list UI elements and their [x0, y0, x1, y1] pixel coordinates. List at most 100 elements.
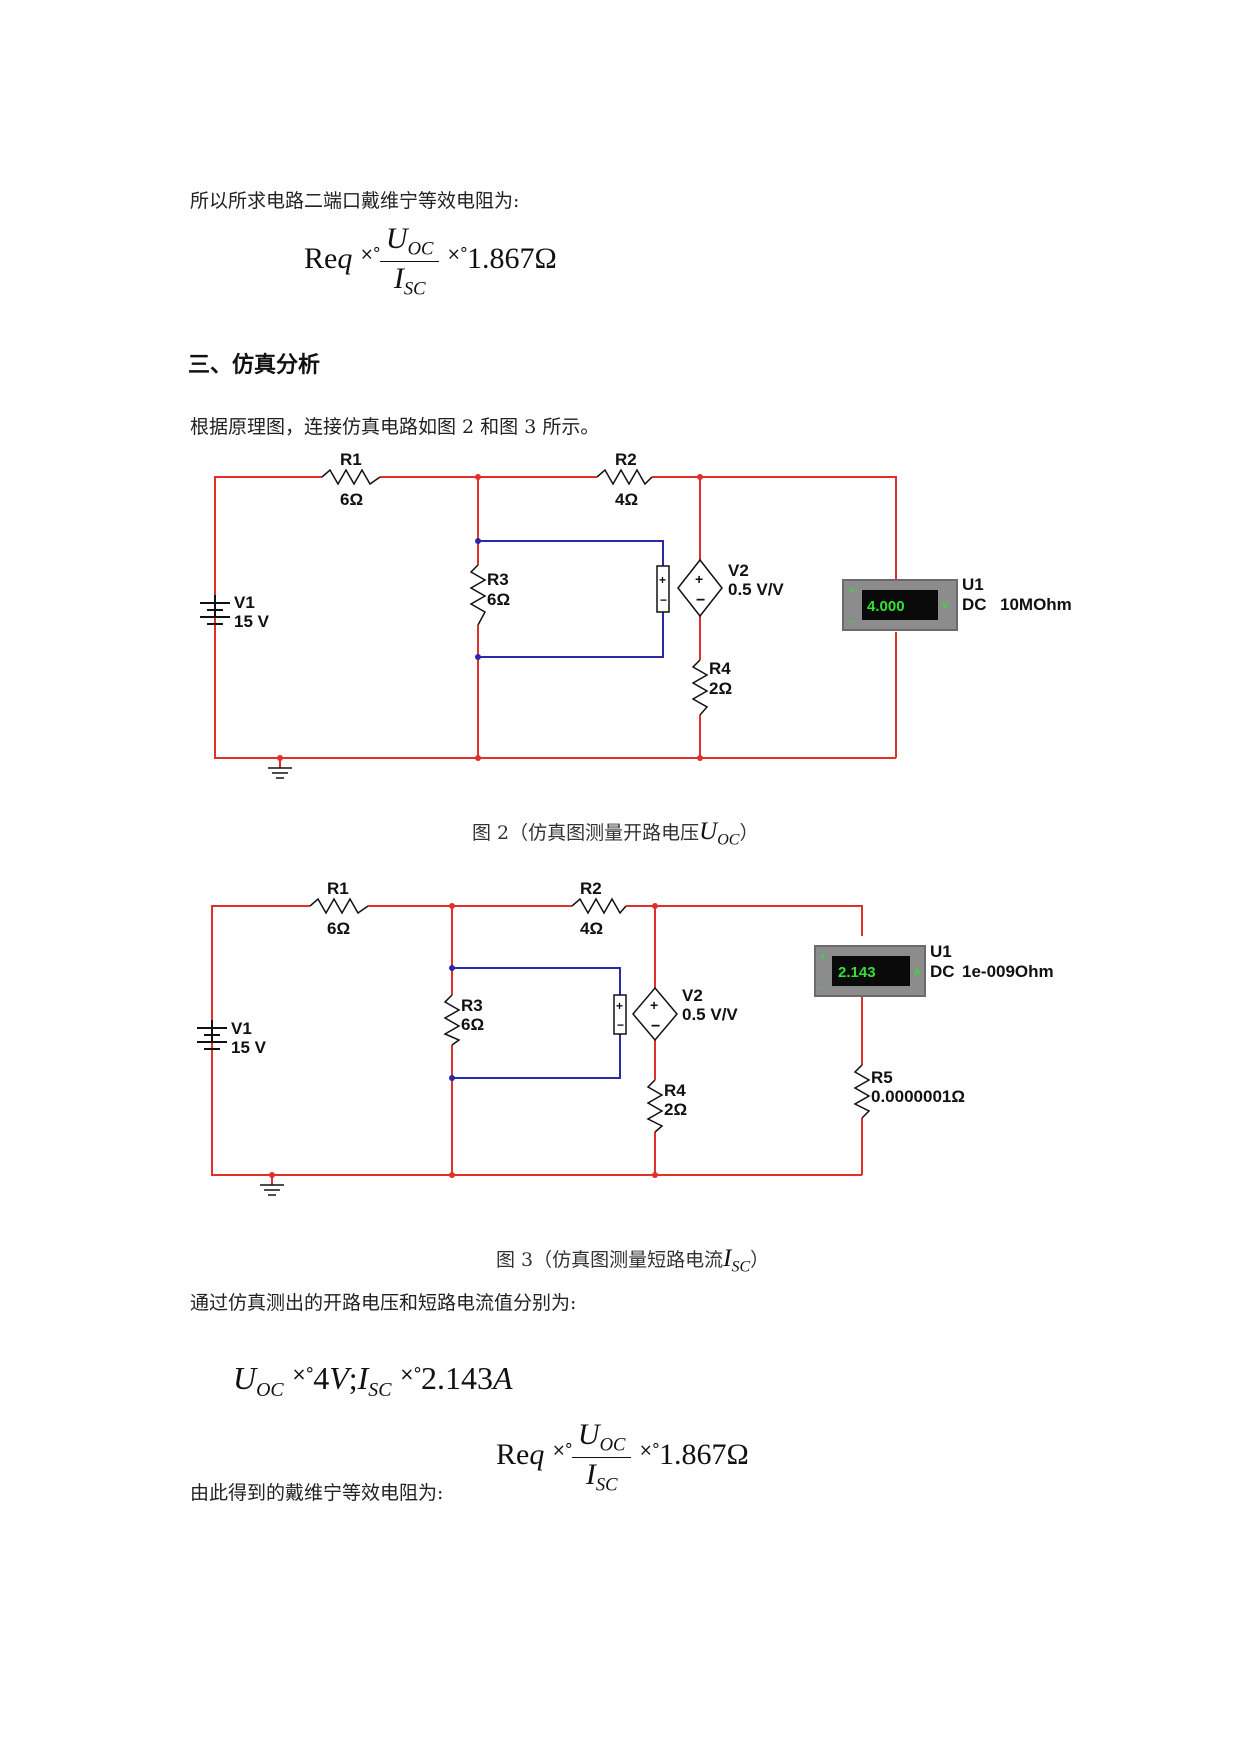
v2-value: 0.5 V/V — [682, 1005, 738, 1024]
caption-suffix: ） — [739, 822, 759, 844]
meter-resistance: 10MOhm — [1000, 595, 1072, 614]
u-value: 4 — [313, 1360, 330, 1396]
r4-resistor — [691, 659, 709, 716]
r5-value: 0.0000001Ω — [871, 1087, 965, 1106]
red-wires — [214, 476, 897, 768]
caption-text: 图 2（仿真图测量开路电压 — [472, 822, 700, 844]
r2-label: R2 — [615, 450, 637, 469]
r2-label: R2 — [580, 879, 602, 898]
r4-value: 2Ω — [709, 679, 732, 698]
junctions — [277, 474, 703, 761]
r3-resistor — [443, 994, 461, 1046]
formula-result: 1.867Ω — [659, 1437, 749, 1471]
equals-glyph: ×° — [399, 1365, 422, 1386]
v1-label: V1 — [231, 1019, 252, 1038]
r5-label: R5 — [871, 1068, 893, 1087]
r4-label: R4 — [709, 659, 731, 678]
r3-label: R3 — [487, 570, 509, 589]
v2-value: 0.5 V/V — [728, 580, 784, 599]
separator: ; — [348, 1360, 358, 1396]
meter-resistance: 1e-009Ohm — [962, 962, 1054, 981]
equals-glyph: ×° — [446, 244, 468, 264]
r1-label: R1 — [340, 450, 362, 469]
formula-lhs: Re — [304, 241, 338, 275]
v1-value: 15 V — [234, 612, 270, 631]
blue-wires — [452, 967, 621, 1079]
numerator-sub: OC — [407, 238, 434, 260]
voltage-sense-block — [656, 565, 670, 613]
r1-value: 6Ω — [340, 490, 363, 509]
u-var: U — [233, 1360, 257, 1396]
svg-text:−: − — [617, 1018, 624, 1032]
meter-label: U1 — [962, 575, 984, 594]
svg-text:−: − — [651, 1018, 660, 1035]
formula-lhs-var: q — [529, 1437, 545, 1471]
r2-value: 4Ω — [580, 919, 603, 938]
numerator-var: U — [385, 222, 408, 255]
r3-value: 6Ω — [461, 1015, 484, 1034]
denominator-var: I — [393, 261, 404, 295]
svg-text:−: − — [696, 592, 705, 609]
equals-glyph: ×° — [551, 1440, 573, 1460]
r4-resistor — [646, 1079, 664, 1133]
equals-glyph: ×° — [359, 244, 381, 264]
meter-minus: - — [820, 982, 823, 993]
caption-sub: SC — [731, 1258, 751, 1276]
meter-label: U1 — [930, 942, 952, 961]
svg-text:+: + — [616, 999, 623, 1013]
r1-label: R1 — [327, 879, 349, 898]
r4-value: 2Ω — [664, 1100, 687, 1119]
r1-value: 6Ω — [327, 919, 350, 938]
meter-minus: - — [849, 616, 852, 627]
r1-resistor — [309, 897, 369, 915]
voltage-sense-block — [613, 994, 627, 1035]
caption-text: 图 3（仿真图测量短路电流 — [496, 1249, 724, 1271]
junctions — [269, 903, 658, 1178]
v2-source — [632, 986, 678, 1042]
red-wires — [211, 905, 863, 1185]
denominator-var: I — [585, 1457, 596, 1491]
i-unit: A — [492, 1360, 513, 1396]
svg-text:+: + — [650, 997, 658, 1013]
meter-plus: + — [849, 586, 855, 597]
r2-value: 4Ω — [615, 490, 638, 509]
r5-resistor — [853, 1064, 871, 1119]
r3-value: 6Ω — [487, 590, 510, 609]
caption-suffix: ） — [750, 1249, 770, 1271]
meter-unit: V — [942, 600, 948, 610]
equals-glyph: ×° — [291, 1365, 315, 1386]
r2-resistor — [571, 897, 627, 915]
formula-result: 1.867Ω — [467, 241, 557, 275]
r4-label: R4 — [664, 1081, 686, 1100]
u-sub: OC — [256, 1378, 284, 1401]
v2-source — [677, 558, 723, 618]
figure3-caption: 图 3（仿真图测量短路电流ISC） — [496, 1245, 769, 1277]
section-heading: 三、仿真分析 — [188, 353, 321, 378]
svg-text:+: + — [659, 573, 666, 587]
v2-label: V2 — [728, 561, 749, 580]
conclusion-line: 由此得到的戴维宁等效电阻为: — [190, 1482, 444, 1504]
i-sub: SC — [368, 1378, 392, 1401]
r2-resistor — [596, 468, 653, 486]
denominator-sub: SC — [403, 278, 426, 299]
v1-battery — [197, 1020, 227, 1050]
blue-wires — [478, 540, 664, 658]
svg-text:+: + — [695, 571, 703, 587]
v1-value: 15 V — [231, 1038, 267, 1057]
r3-label: R3 — [461, 996, 483, 1015]
svg-text:−: − — [660, 593, 667, 607]
intro-line: 所以所求电路二端口戴维宁等效电阻为: — [190, 190, 520, 212]
meter-unit: A — [914, 967, 921, 977]
v1-label: V1 — [234, 593, 255, 612]
caption-var: I — [723, 1245, 732, 1272]
numerator-var: U — [577, 1418, 600, 1451]
meter-plus: + — [820, 952, 826, 963]
r3-resistor — [469, 564, 487, 626]
formula-lhs: Re — [496, 1437, 530, 1471]
